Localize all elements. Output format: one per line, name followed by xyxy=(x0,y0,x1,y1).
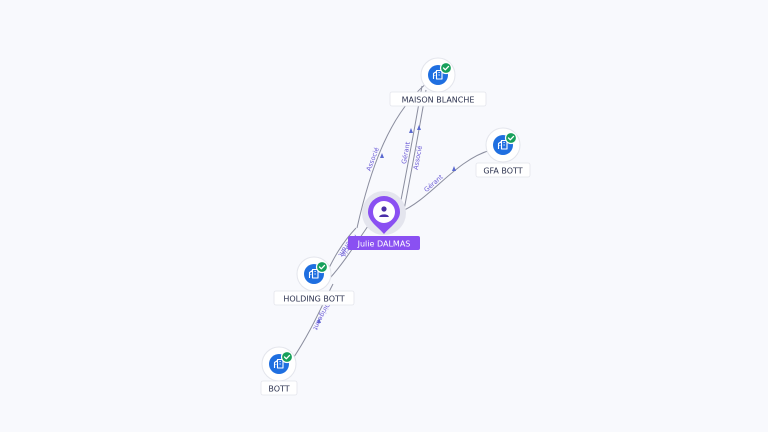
edge-associe-holding-bott[interactable]: Associé xyxy=(329,225,369,279)
company-node-gfa-bott[interactable]: GFA BOTT xyxy=(475,127,531,178)
person-name: Julie DALMAS xyxy=(357,240,411,249)
edge-label-text: Associé xyxy=(365,146,381,172)
company-name: GFA BOTT xyxy=(483,167,522,176)
edge-label-text: Gérant xyxy=(422,173,444,194)
edge-arrow xyxy=(452,166,456,171)
person-badge xyxy=(373,201,395,223)
edge-label-text: Dirigeant xyxy=(311,301,332,332)
person-label-box xyxy=(348,236,420,250)
node-label-box xyxy=(389,91,487,107)
node-label-box xyxy=(273,290,355,306)
edge-label: Dirigeant xyxy=(311,301,332,332)
company-node-holding-bott[interactable]: HOLDING BOTT xyxy=(273,256,355,306)
edge-label: Associé xyxy=(365,146,381,172)
edge-arrow xyxy=(380,153,384,158)
company-node-maison-blanche[interactable]: MAISON BLANCHE xyxy=(389,57,487,107)
person-node-julie-dalmas[interactable]: Julie DALMAS xyxy=(348,191,420,250)
edge-label: Gérant xyxy=(422,173,444,194)
company-name: HOLDING BOTT xyxy=(283,295,344,304)
person-icon xyxy=(379,206,389,217)
verified-check-icon xyxy=(439,61,453,75)
edge-arrow xyxy=(417,125,421,130)
verified-check-icon xyxy=(280,350,294,364)
node-label-box xyxy=(260,380,298,396)
edge-arrow xyxy=(317,318,321,323)
edge-arrow xyxy=(409,128,413,133)
company-node-bott[interactable]: BOTT xyxy=(260,346,298,396)
company-name: BOTT xyxy=(268,385,289,394)
verified-check-icon xyxy=(504,131,518,145)
verified-check-icon xyxy=(315,260,329,274)
company-name: MAISON BLANCHE xyxy=(402,96,475,105)
node-label-box xyxy=(475,162,531,178)
